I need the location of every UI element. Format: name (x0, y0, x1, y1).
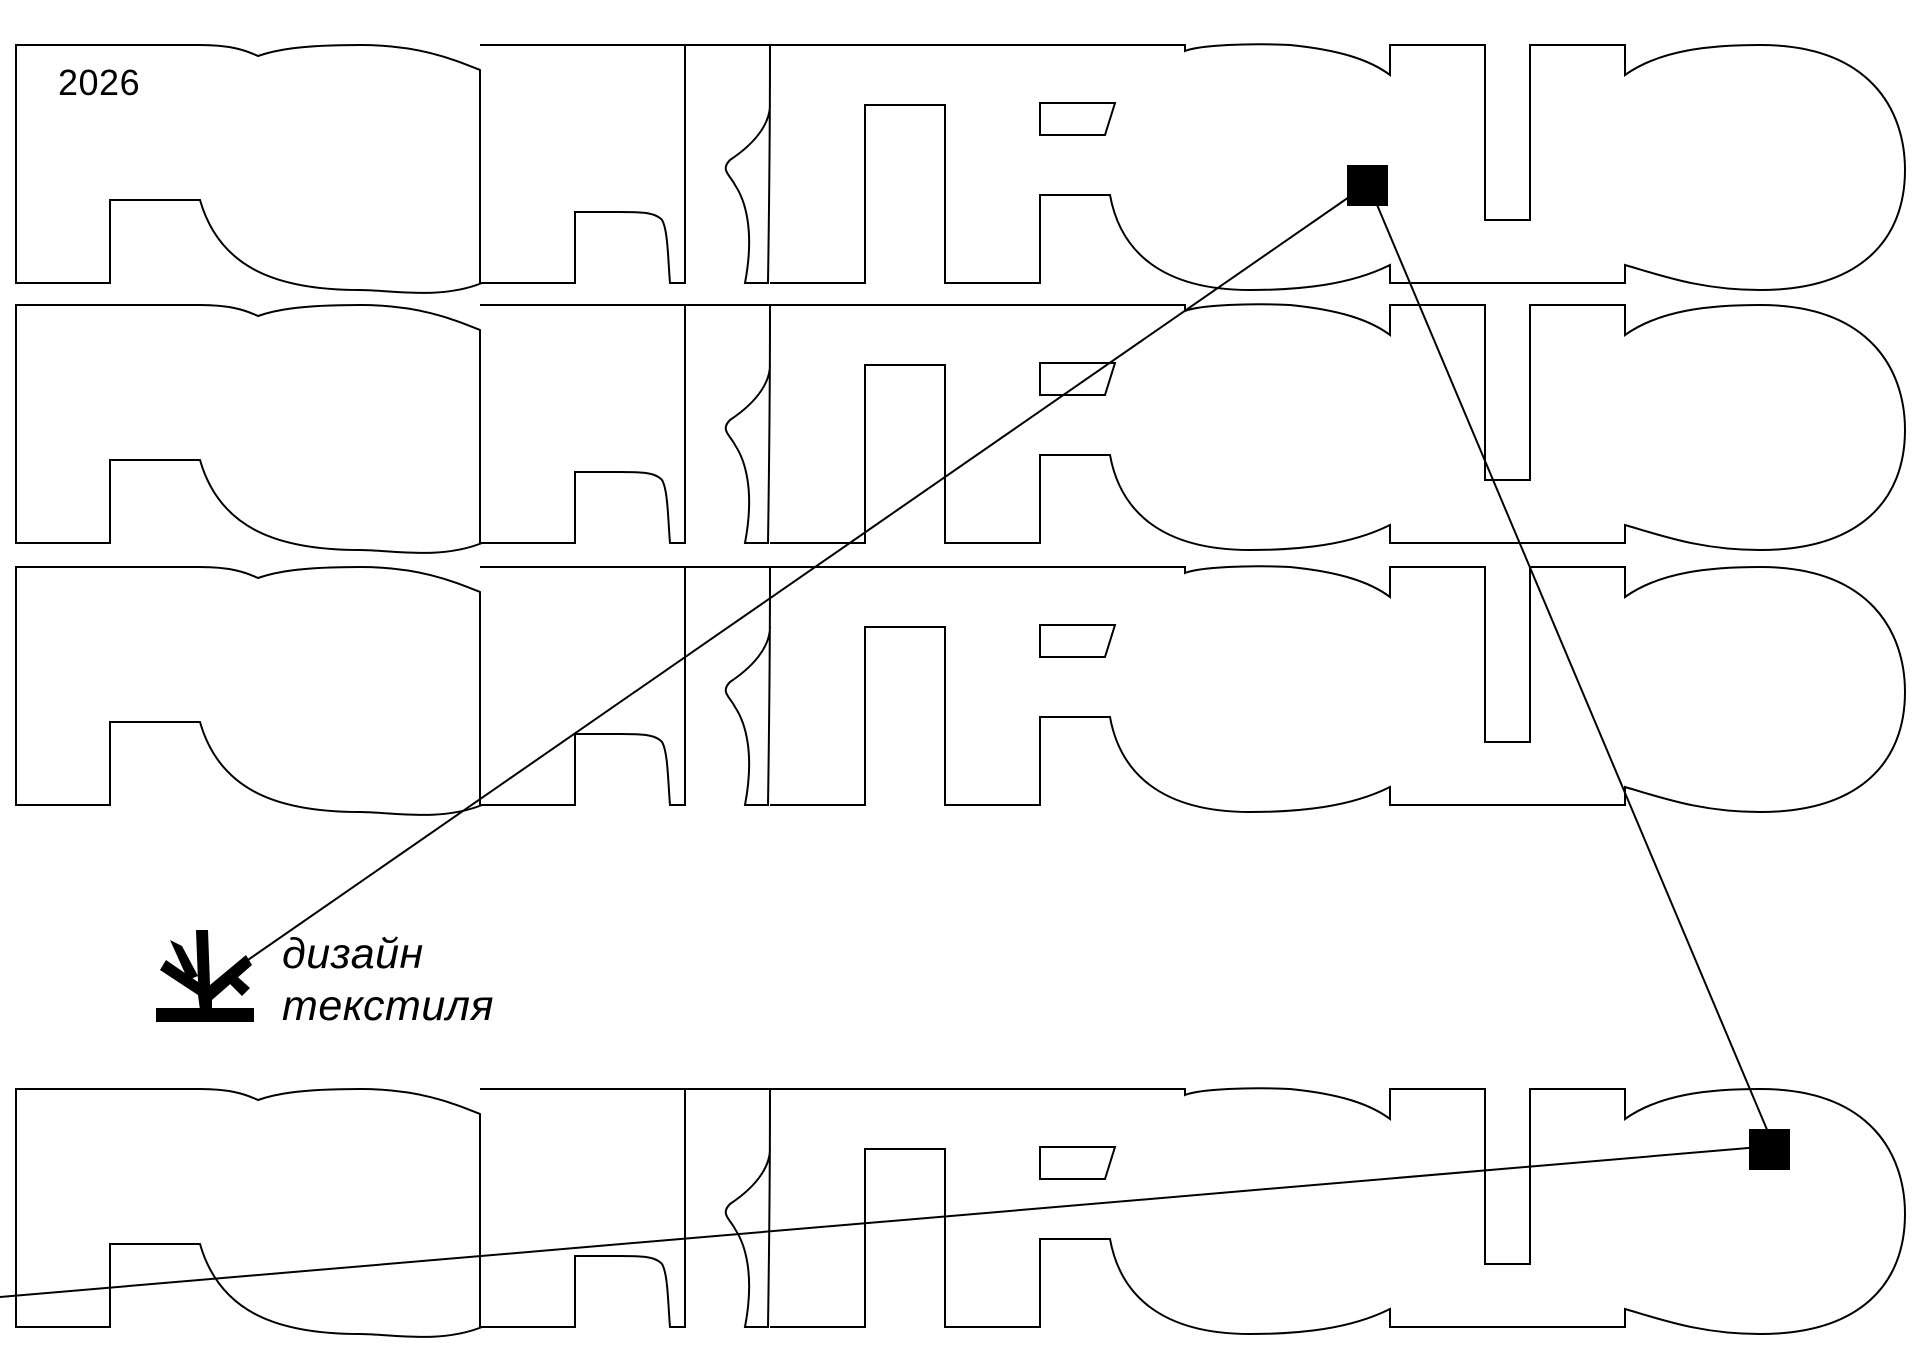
year-label: 2026 (58, 62, 141, 103)
anchor-square-2 (1749, 1129, 1790, 1170)
anchor-square-1 (1347, 165, 1388, 206)
outline-row-3 (15, 565, 1906, 816)
connector-line-1 (244, 185, 1366, 963)
connector-line-2 (1374, 199, 1769, 1133)
brand-wordmark: дизайн текстиля (282, 928, 494, 1032)
brand-line-2: текстиля (282, 982, 495, 1030)
connector-line-3 (0, 1146, 1761, 1298)
outline-row-4 (15, 1087, 1906, 1338)
outline-row-2 (15, 303, 1906, 554)
outline-row-1 (15, 43, 1906, 294)
brand-line-1: дизайн (282, 930, 424, 978)
abstract-plant-icon (156, 930, 254, 1022)
